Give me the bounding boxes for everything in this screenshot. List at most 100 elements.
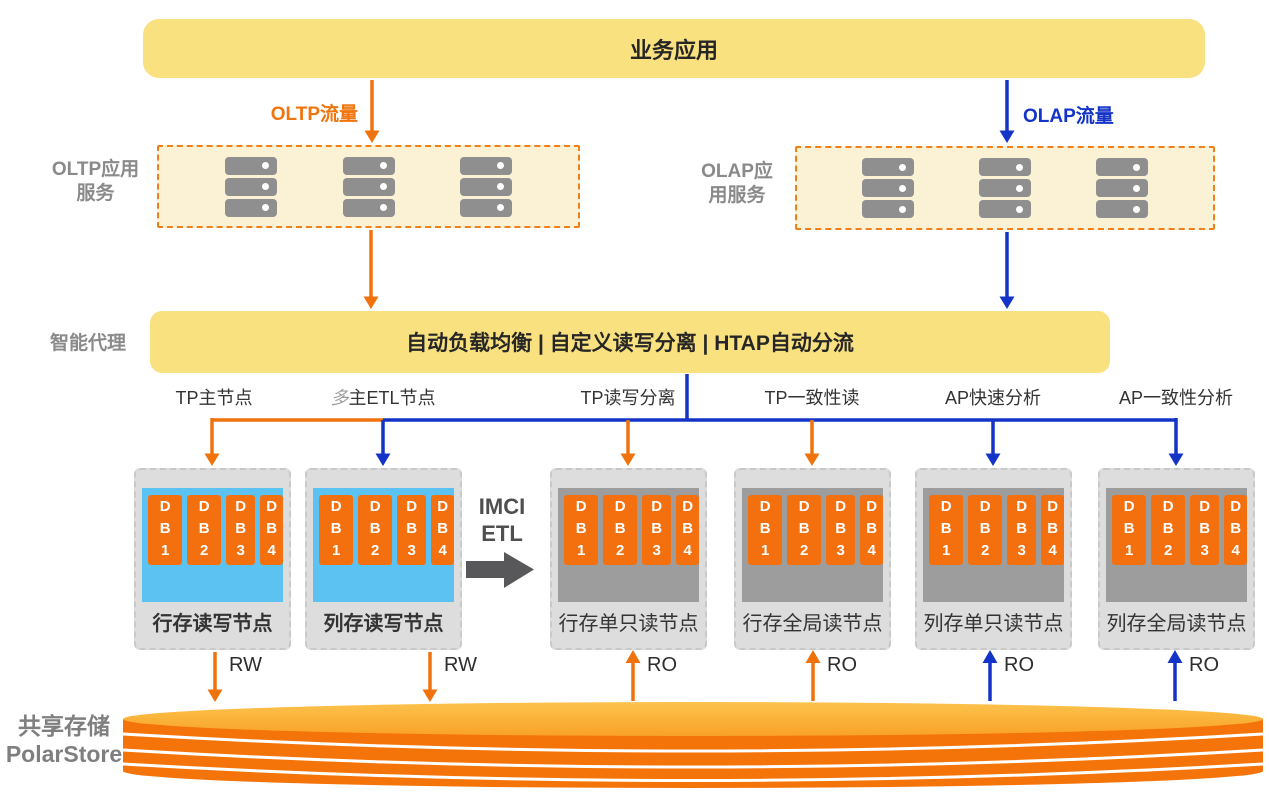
server-bar: [460, 156, 513, 175]
business-app-label: 业务应用: [629, 37, 718, 63]
ro-arrow-node6: [1167, 650, 1183, 701]
olap-traffic-label: OLAP流量: [1023, 106, 1114, 127]
business-app-bar: 业务应用: [143, 19, 1205, 78]
olap-cluster-side-label: OLAP应 用服务: [701, 161, 773, 206]
io-label-ro-2: RO: [827, 654, 857, 676]
branch-label-ap-fast-analysis: AP快速分析: [944, 388, 1042, 408]
node-label: 列存全局读节点: [1106, 613, 1247, 635]
node-label: 行存全局读节点: [742, 613, 883, 635]
olap-down-arrow: [999, 80, 1015, 143]
server-bar: [342, 177, 395, 196]
node-label: 行存单只读节点: [558, 613, 699, 635]
io-label-ro-3: RO: [1004, 654, 1034, 676]
drop-arrow-node3: [620, 420, 636, 466]
branch-label-ap-consistent-analysis: AP一致性分析: [1118, 388, 1234, 408]
drop-arrow-node6: [1168, 418, 1184, 466]
oltp-traffic-label: OLTP流量: [270, 104, 358, 125]
server-bar: [224, 177, 277, 196]
server-bar: [224, 198, 277, 217]
server-bar: [342, 156, 395, 175]
io-label-rw-1: RW: [229, 654, 262, 676]
drop-arrow-node4: [804, 420, 820, 466]
server-bar: [1096, 158, 1148, 176]
io-label-ro-4: RO: [1189, 654, 1219, 676]
storage-label: 共享存储 PolarStore: [5, 713, 123, 767]
drop-arrow-node2: [375, 420, 391, 466]
node-label: 列存读写节点: [323, 613, 444, 635]
io-label-ro-1: RO: [647, 654, 677, 676]
imci-etl-arrow: [466, 552, 534, 588]
ro-arrow-node3: [625, 650, 641, 701]
drop-arrow-node5: [985, 420, 1001, 466]
ro-arrow-node4: [805, 650, 821, 701]
server-icon: [460, 156, 513, 217]
branch-label-multi-etl: 多主ETL节点: [330, 388, 436, 408]
server-bar: [460, 198, 513, 217]
server-bar: [224, 156, 277, 175]
server-bar: [1096, 179, 1148, 197]
server-bar: [979, 179, 1031, 197]
server-bar: [460, 177, 513, 196]
server-bar: [979, 158, 1031, 176]
oltp-down-arrow: [364, 80, 380, 143]
server-icon: [979, 158, 1031, 218]
server-bar: [342, 198, 395, 217]
branch-label-tp-consistent-read: TP一致性读: [764, 388, 860, 408]
imci-etl-label: IMCI ETL: [478, 494, 526, 546]
ro-arrow-node5: [982, 650, 998, 701]
rw-arrow-node1: [207, 652, 223, 702]
oltp-cluster-side-label: OLTP应用 服务: [51, 159, 140, 204]
server-icon: [862, 158, 914, 218]
oltp-app-cluster: [157, 145, 580, 228]
oltp-to-proxy-arrow: [363, 230, 379, 309]
drop-arrow-node1: [204, 418, 220, 466]
server-bar: [862, 179, 914, 197]
node-label: 列存单只读节点: [923, 613, 1064, 635]
io-label-rw-2: RW: [444, 654, 477, 676]
branch-prefix: 多: [330, 388, 349, 408]
branch-label-tp-rw-split: TP读写分离: [580, 388, 676, 408]
server-icon: [1096, 158, 1148, 218]
olap-app-cluster: [795, 146, 1215, 230]
server-bar: [1096, 200, 1148, 218]
server-bar: [979, 200, 1031, 218]
